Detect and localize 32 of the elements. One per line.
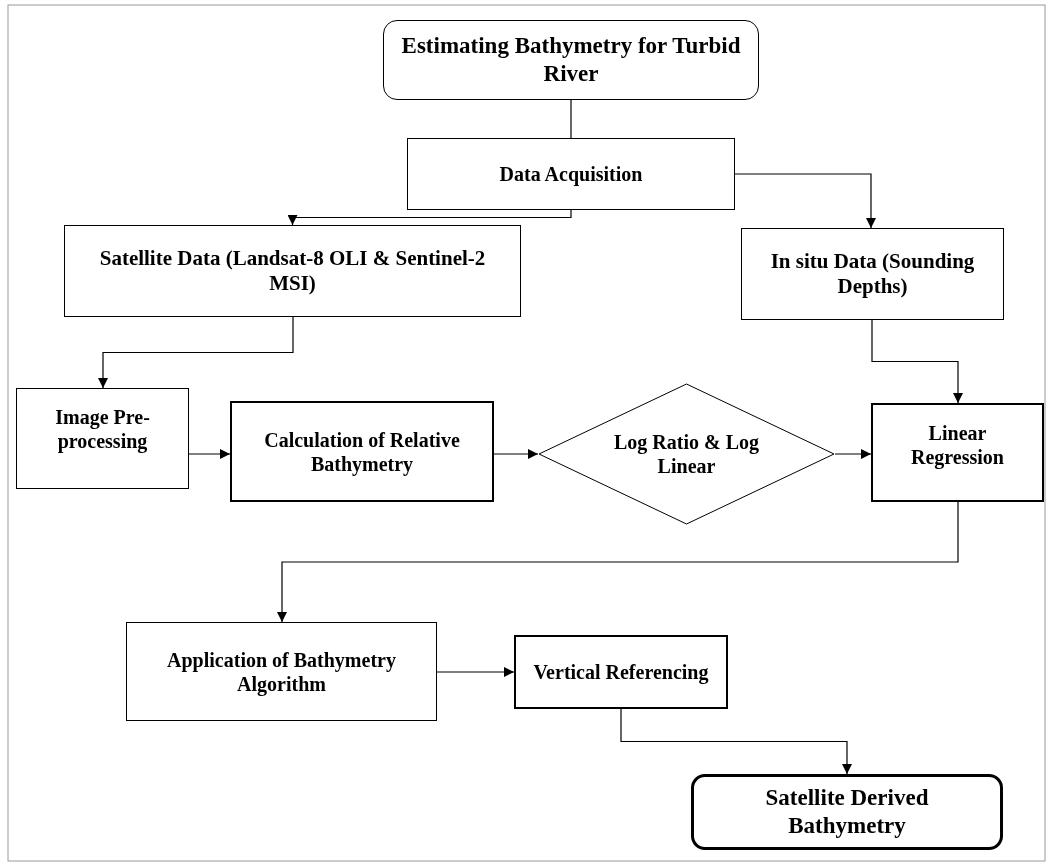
arrow [277,501,959,623]
process-box [741,228,1004,320]
node-text: Data Acquisition [499,162,643,186]
node-text: Linear Regression [910,421,1005,469]
node-text: Application of Bathymetry Algorithm [166,647,397,696]
end-box [691,774,1003,850]
node-text: Vertical Referencing [533,660,709,684]
node-text: In situ Data (Sounding Depths) [769,248,976,300]
decision-diamond [538,383,835,525]
node-text: Calculation of Relative Bathymetry [263,427,461,476]
node-text: Image Pre-processing [54,405,151,453]
arrow [734,173,876,229]
process-box [407,138,735,210]
arrow [620,708,852,775]
node-text: Satellite Derived Bathymetry [764,784,930,840]
process-box [64,225,521,317]
process-box [16,388,189,489]
start-box [383,20,759,100]
arrow [436,667,515,677]
process-box [230,401,494,502]
arrow [287,209,572,226]
process-box [126,622,437,721]
node-text: Log Ratio & Log Linear [613,430,760,478]
arrow [98,316,294,389]
arrow [834,449,872,459]
arrow [493,449,539,459]
node-text: Satellite Data (Landsat-8 OLI & Sentinel-2 MSI) [98,245,487,297]
arrow [871,319,963,404]
node-text: Estimating Bathymetry for Turbid River [400,32,742,88]
process-box [514,635,728,709]
process-box [871,403,1044,502]
arrow [188,449,231,459]
